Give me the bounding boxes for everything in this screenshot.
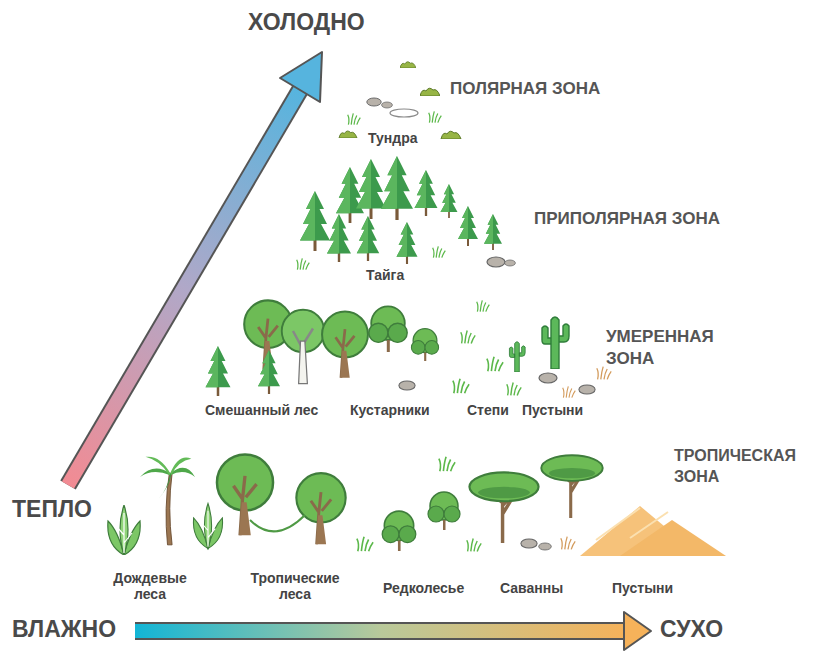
stone <box>579 385 595 394</box>
axis-label: ТЕПЛО <box>12 497 92 522</box>
shrub <box>369 306 407 352</box>
conifer-tree <box>381 156 413 220</box>
grass <box>348 113 361 124</box>
tundra-art <box>339 62 461 139</box>
leafy-plant <box>193 504 222 549</box>
wet-dry-arrow <box>135 612 651 650</box>
stone <box>539 543 552 550</box>
biome-label: Тундра <box>368 130 418 146</box>
dry-grass <box>597 367 611 380</box>
grass <box>487 357 503 371</box>
moss <box>339 131 357 138</box>
dry-grass <box>563 386 576 397</box>
biome-label: Редколесье <box>383 580 464 596</box>
biome-label: Пустыни <box>522 402 583 418</box>
biome-label: Дождевые леса <box>100 570 200 602</box>
zone-name: ПОЛЯРНАЯ ЗОНА <box>450 78 600 100</box>
tropical-tree <box>296 473 345 544</box>
climate-zone-band: ТРОПИЧЕСКАЯ ЗОНА Дождевые леса Тропические… <box>0 425 816 615</box>
bush <box>428 492 460 530</box>
stone <box>521 539 537 548</box>
zone-band-fill <box>246 150 571 290</box>
axis-label: ХОЛОДНО <box>248 10 365 35</box>
moss <box>420 88 440 96</box>
grass <box>453 379 469 393</box>
conifer-tree <box>327 214 351 262</box>
conifer-tree <box>300 191 330 251</box>
biome-label: Пустыни <box>612 580 673 596</box>
temperate-art <box>206 300 612 397</box>
conifer-tree <box>206 346 231 396</box>
sand-dune <box>620 520 726 556</box>
zone-name: ПРИПОЛЯРНАЯ ЗОНА <box>534 208 720 230</box>
arrow-shaft-outline <box>68 90 300 485</box>
biome-label: Смешанный лес <box>205 402 318 418</box>
stone <box>487 257 505 267</box>
stone <box>399 381 415 390</box>
arrow-shaft-outline <box>135 622 628 640</box>
grass <box>461 331 475 344</box>
dune-ridge <box>596 508 668 540</box>
leafy-plant <box>108 505 140 555</box>
conifer-tree <box>258 350 280 394</box>
climate-zone-band: УМЕРЕННАЯ ЗОНА Смешанный лес Кустарники Сте… <box>0 290 816 425</box>
grass <box>507 383 521 396</box>
cactus <box>509 342 525 372</box>
conifer-tree <box>458 206 478 246</box>
grass <box>467 539 481 552</box>
stone <box>367 98 381 106</box>
moss <box>441 131 461 139</box>
stone <box>382 102 393 108</box>
biome-label: Тайга <box>366 267 404 283</box>
conifer-tree <box>336 167 364 223</box>
conifer-tree <box>357 216 380 261</box>
stone <box>539 373 557 383</box>
zone-band-fill <box>163 290 653 425</box>
birch-tree <box>282 310 325 384</box>
cold-warm-arrow <box>68 52 322 485</box>
dry-grass <box>561 537 575 550</box>
climate-zone-band: ПОЛЯРНАЯ ЗОНА Тундра <box>0 25 816 150</box>
grass <box>439 457 455 471</box>
palm-tree <box>140 457 195 545</box>
deciduous-tree <box>322 312 368 378</box>
liana <box>250 515 305 531</box>
arrow-head <box>624 612 651 650</box>
grass <box>429 111 442 122</box>
grass <box>357 537 373 551</box>
arrow-shaft <box>68 90 300 485</box>
conifer-tree <box>356 159 386 219</box>
tropical-tree <box>217 454 273 535</box>
zone-name: ТРОПИЧЕСКАЯ ЗОНА <box>674 446 810 488</box>
zone-name: УМЕРЕННАЯ ЗОНА <box>606 326 722 370</box>
bush <box>382 511 416 551</box>
conifer-tree <box>397 222 418 264</box>
biome-label: Саванны <box>500 580 563 596</box>
arrow-shaft <box>135 624 628 638</box>
axis-label: СУХО <box>660 617 723 642</box>
grass <box>297 258 310 269</box>
tropical-art <box>108 454 726 556</box>
axis-label: ВЛАЖНО <box>12 617 116 642</box>
puddle <box>390 109 418 117</box>
taiga-art <box>297 156 516 270</box>
conifer-tree <box>415 170 438 216</box>
grass <box>477 300 490 311</box>
acacia-tree <box>469 472 538 543</box>
biome-label: Тропические леса <box>239 570 351 602</box>
climate-zone-band: ПРИПОЛЯРНАЯ ЗОНА Тайга <box>0 150 816 290</box>
biome-label: Кустарники <box>350 402 430 418</box>
grass <box>433 246 446 257</box>
acacia-tree <box>541 455 602 518</box>
arrow-head <box>280 52 322 102</box>
shrub <box>411 329 438 361</box>
stone <box>505 260 516 266</box>
biome-label: Степи <box>467 402 509 418</box>
conifer-tree <box>484 214 502 250</box>
cactus <box>542 317 569 369</box>
conifer-tree <box>441 184 458 218</box>
zone-band-fill <box>80 425 736 560</box>
moss <box>400 62 416 68</box>
